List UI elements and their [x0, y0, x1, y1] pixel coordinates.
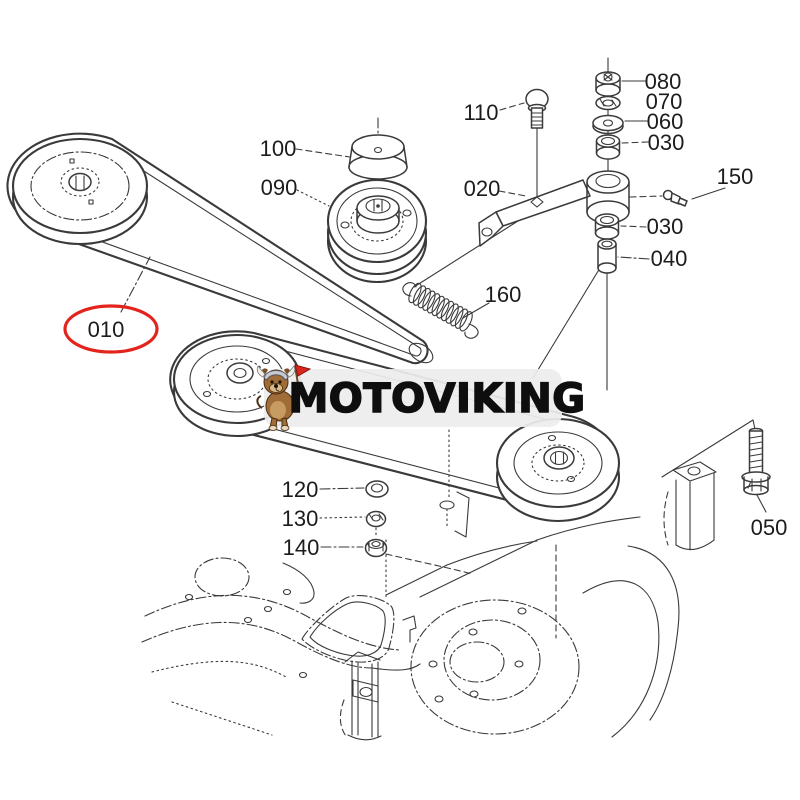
spacer-040 — [597, 238, 617, 274]
callout-070: 070 — [646, 89, 683, 114]
washer-120 — [365, 480, 389, 498]
callout-010: 010 — [88, 317, 125, 342]
callout-140: 140 — [283, 535, 320, 560]
highlight-ellipse — [63, 304, 159, 354]
lock-washer-070 — [595, 95, 621, 111]
bushing-030-lower — [594, 213, 620, 240]
callout-080: 080 — [645, 69, 682, 94]
engine-pulley — [11, 137, 149, 246]
callout-030-lower: 030 — [647, 214, 684, 239]
grease-fitting-150 — [629, 189, 688, 207]
flange-nut-140 — [364, 538, 473, 575]
spindle-pulley-090 — [326, 117, 428, 284]
idler-arm-020 — [478, 170, 630, 247]
highlight-group: 010 — [63, 304, 159, 354]
callout-labels: 020 030 030 040 050 060 070 080 090 100 … — [260, 69, 788, 560]
bolt-110 — [525, 88, 549, 129]
callout-030-upper: 030 — [648, 130, 685, 155]
bolt-050 — [741, 427, 771, 496]
callout-160: 160 — [485, 282, 522, 307]
callout-110: 110 — [463, 100, 498, 125]
callout-050: 050 — [751, 515, 788, 540]
viking-dog-mascot — [256, 364, 312, 431]
callout-150: 150 — [717, 164, 754, 189]
callout-040: 040 — [651, 246, 688, 271]
callout-130: 130 — [282, 506, 319, 531]
brand-watermark: MOTOVIKING — [256, 364, 586, 431]
tension-spring-160 — [402, 282, 479, 339]
pulley-cap-100 — [348, 134, 408, 180]
callout-060: 060 — [647, 109, 684, 134]
watermark-band — [264, 369, 562, 427]
bushing-030-upper — [595, 134, 621, 160]
callout-100: 100 — [260, 136, 297, 161]
watermark-text: MOTOVIKING — [288, 376, 585, 422]
lock-washer-130 — [365, 510, 387, 539]
callout-020: 020 — [464, 176, 501, 201]
nut-080 — [595, 71, 621, 97]
belt-twist-loop — [408, 342, 434, 364]
callout-090: 090 — [261, 175, 298, 200]
mower-deck — [141, 419, 758, 741]
washer-060 — [592, 114, 624, 135]
callout-leaders — [120, 80, 767, 548]
right-deck-pulley — [495, 417, 621, 523]
callout-120: 120 — [282, 477, 319, 502]
